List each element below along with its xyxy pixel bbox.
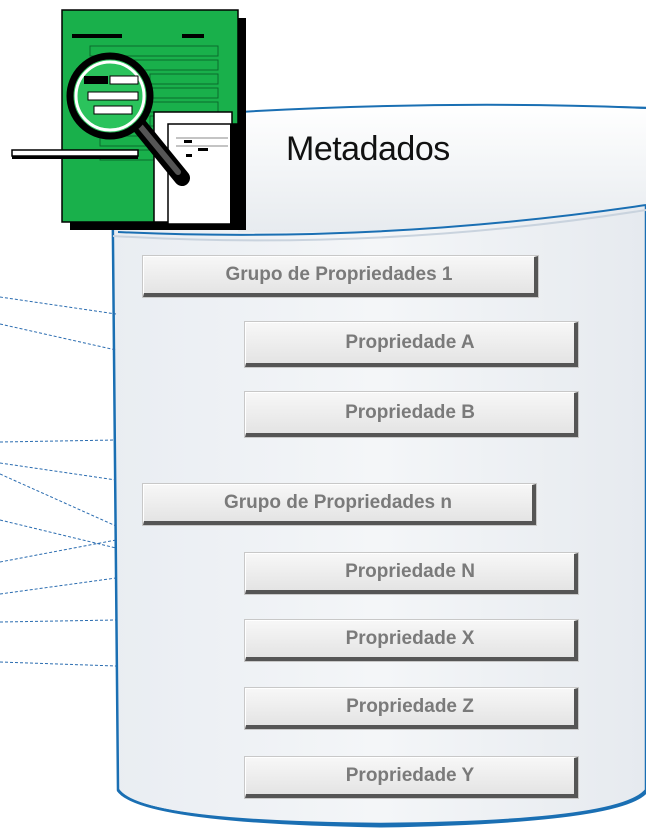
property-box: Propriedade A: [245, 322, 578, 367]
property-label: Propriedade A: [345, 332, 475, 353]
metadata-cylinder-top-rim: [237, 103, 646, 113]
metadata-cylinder-top: [238, 104, 646, 233]
property-label: Propriedade B: [345, 402, 475, 423]
connector-line: [0, 577, 117, 595]
connector-line: [0, 473, 117, 527]
property-box: Propriedade Y: [245, 757, 578, 798]
metadata-cylinder-bottom: [116, 789, 646, 828]
connector-line: [0, 619, 117, 623]
property-label: Propriedade Z: [346, 696, 474, 717]
property-box: Propriedade B: [245, 392, 578, 437]
connector-line: [0, 661, 117, 667]
metadata-cylinder-rim-shadow: [112, 209, 646, 242]
property-group-label: Grupo de Propriedades 1: [225, 264, 453, 285]
connector-line: [0, 296, 117, 315]
property-box: Propriedade X: [245, 620, 578, 661]
document-magnifier-icon: [11, 9, 246, 230]
property-box: Propriedade N: [245, 553, 578, 594]
property-group-box: Grupo de Propriedades n: [143, 484, 536, 525]
connector-line: [0, 539, 117, 563]
connector-lines: [0, 296, 117, 667]
property-label: Propriedade Y: [345, 765, 475, 786]
property-group-label: Grupo de Propriedades n: [223, 492, 453, 513]
property-box: Propriedade Z: [245, 688, 578, 729]
connector-line: [0, 323, 117, 351]
property-label: Propriedade X: [345, 628, 475, 649]
metadata-cylinder-rim-front: [117, 204, 646, 236]
property-label: Propriedade N: [345, 561, 475, 582]
connector-line: [0, 462, 117, 481]
metadata-title: Metadados: [286, 130, 450, 168]
connector-line: [0, 439, 117, 443]
property-group-box: Grupo de Propriedades 1: [143, 256, 538, 297]
